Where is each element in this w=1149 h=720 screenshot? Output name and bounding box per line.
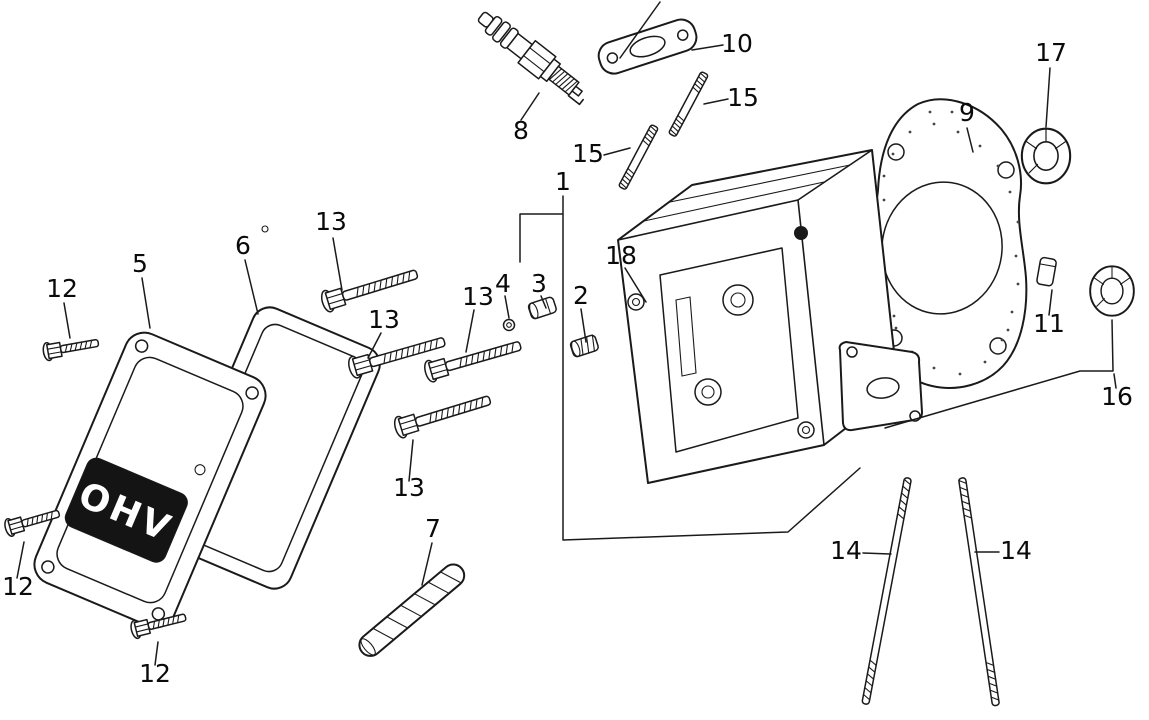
cylinder-head [617, 149, 923, 484]
exhaust-flange [838, 341, 923, 432]
callout-12a: 12 [46, 274, 78, 303]
stud-long-a [861, 476, 913, 706]
callout-14b: 14 [1000, 536, 1032, 565]
callout-18: 18 [605, 241, 637, 270]
o-ring [502, 318, 516, 332]
callout-9: 9 [959, 98, 975, 127]
head-gasket [869, 98, 1028, 389]
port-gasket [597, 18, 698, 75]
callout-13b: 13 [368, 305, 400, 334]
callout-labels: 8 10 15 15 17 9 1 18 4 3 2 13 13 13 13 6… [2, 29, 1133, 688]
leader-lines [16, 44, 1117, 666]
callout-8: 8 [513, 116, 529, 145]
cap-2 [569, 334, 599, 358]
stud-short-a [667, 70, 710, 138]
callout-16: 16 [1101, 382, 1133, 411]
seal-ring-upper [1020, 127, 1072, 185]
callout-14a: 14 [830, 536, 862, 565]
cap-3 [527, 296, 557, 320]
flange-bolt-small-a [41, 333, 101, 363]
callout-4: 4 [495, 269, 511, 298]
seal-ring-lower [1089, 265, 1135, 317]
callout-12b: 12 [2, 572, 34, 601]
callout-13c: 13 [462, 282, 494, 311]
callout-11: 11 [1033, 309, 1065, 338]
small-hole-detail [261, 225, 269, 233]
callout-12c: 12 [139, 659, 171, 688]
callout-3: 3 [531, 269, 547, 298]
callout-6: 6 [235, 231, 251, 260]
callout-13a: 13 [315, 207, 347, 236]
tube [358, 563, 466, 657]
callout-2: 2 [573, 281, 589, 310]
callout-7: 7 [425, 514, 441, 543]
callout-5: 5 [132, 249, 148, 278]
dowel-pin [1036, 256, 1057, 287]
stud-long-b [957, 476, 1001, 707]
callout-17: 17 [1035, 38, 1067, 67]
flange-bolt-d [391, 388, 494, 441]
valve-cover: OHV [33, 331, 267, 629]
callout-15a: 15 [727, 83, 759, 112]
top-edge-line [619, 1, 661, 59]
stud-short-b [617, 123, 660, 191]
callout-13d: 13 [393, 473, 425, 502]
callout-10: 10 [721, 29, 753, 58]
valve-cover-gasket [163, 306, 381, 590]
callout-15b: 15 [572, 139, 604, 168]
callout-1: 1 [555, 167, 571, 196]
spark-plug [477, 11, 584, 106]
spark-plug-hole [794, 226, 808, 240]
